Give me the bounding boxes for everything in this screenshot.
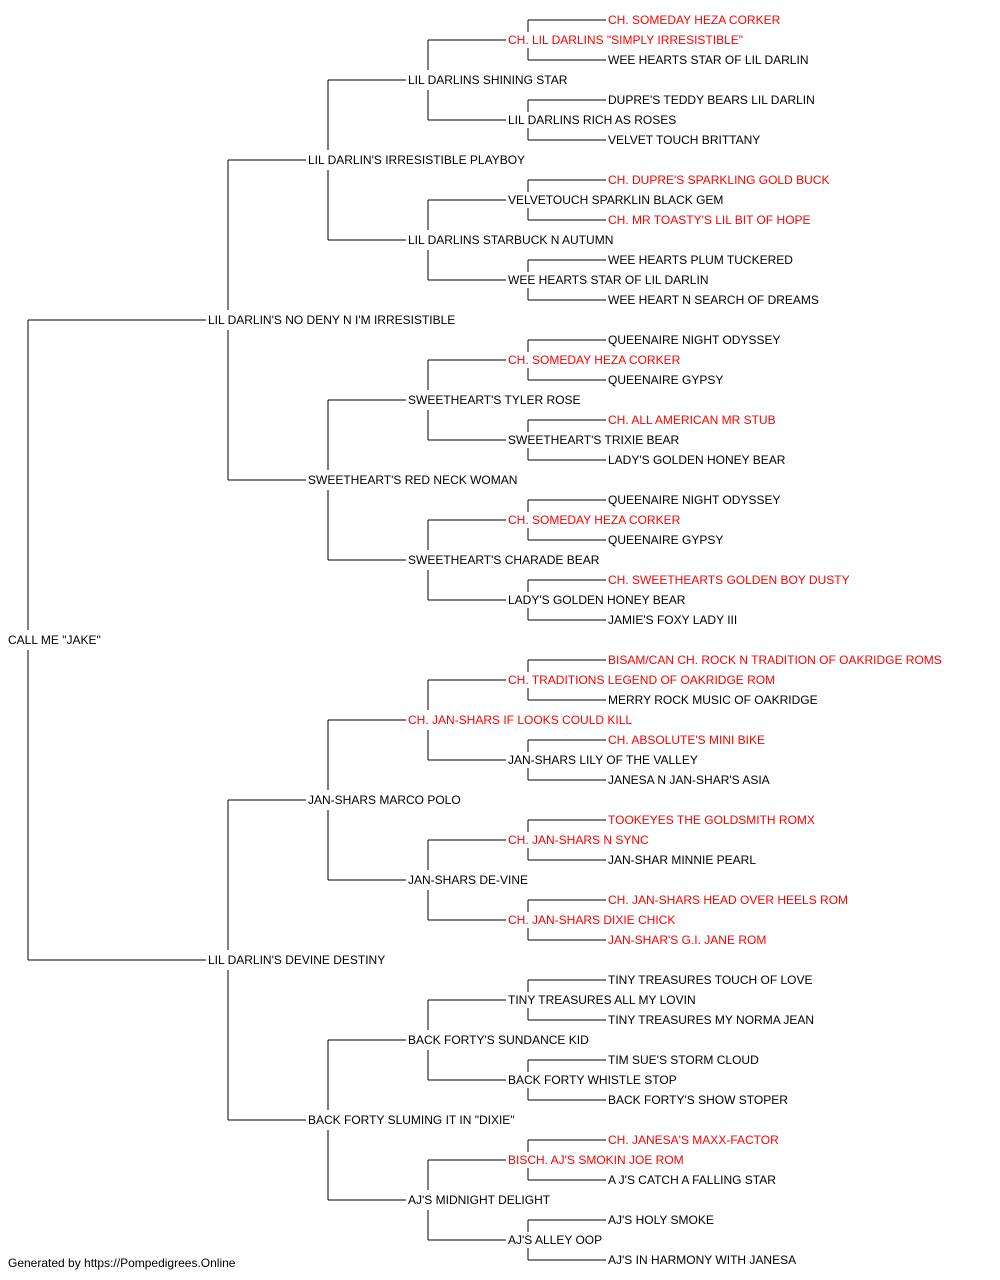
ggg-grandparent-name: QUEENAIRE NIGHT ODYSSEY: [608, 493, 780, 507]
ggg-grandparent-name: WEE HEARTS STAR OF LIL DARLIN: [608, 53, 808, 67]
ggg-grandparent-name: JANESA N JAN-SHAR'S ASIA: [608, 773, 770, 787]
ggg-grandparent-name: CH. SWEETHEARTS GOLDEN BOY DUSTY: [608, 573, 850, 587]
ggg-grandparent-name: TIM SUE'S STORM CLOUD: [608, 1053, 759, 1067]
great-grandparent-name: SWEETHEART'S TYLER ROSE: [408, 393, 581, 407]
ggg-grandparent-name: AJ'S HOLY SMOKE: [608, 1213, 714, 1227]
gg-grandparent-name: CH. SOMEDAY HEZA CORKER: [508, 513, 681, 527]
gg-grandparent-name: WEE HEARTS STAR OF LIL DARLIN: [508, 273, 708, 287]
ggg-grandparent-name: AJ'S IN HARMONY WITH JANESA: [608, 1253, 796, 1267]
gg-grandparent-name: SWEETHEART'S TRIXIE BEAR: [508, 433, 680, 447]
ggg-grandparent-name: TINY TREASURES MY NORMA JEAN: [608, 1013, 814, 1027]
parent-name: LIL DARLIN'S DEVINE DESTINY: [208, 953, 385, 967]
ggg-grandparent-name: CH. JANESA'S MAXX-FACTOR: [608, 1133, 779, 1147]
gg-grandparent-name: BISCH. AJ'S SMOKIN JOE ROM: [508, 1153, 684, 1167]
ggg-grandparent-name: TINY TREASURES TOUCH OF LOVE: [608, 973, 813, 987]
ggg-grandparent-name: LADY'S GOLDEN HONEY BEAR: [608, 453, 786, 467]
great-grandparent-name: LIL DARLINS STARBUCK N AUTUMN: [408, 233, 613, 247]
ggg-grandparent-name: MERRY ROCK MUSIC OF OAKRIDGE: [608, 693, 818, 707]
ggg-grandparent-name: CH. MR TOASTY'S LIL BIT OF HOPE: [608, 213, 811, 227]
gg-grandparent-name: TINY TREASURES ALL MY LOVIN: [508, 993, 696, 1007]
ggg-grandparent-name: QUEENAIRE GYPSY: [608, 373, 723, 387]
great-grandparent-name: JAN-SHARS DE-VINE: [408, 873, 528, 887]
ggg-grandparent-name: JAN-SHAR'S G.I. JANE ROM: [608, 933, 766, 947]
ggg-grandparent-name: CH. JAN-SHARS HEAD OVER HEELS ROM: [608, 893, 848, 907]
ggg-grandparent-name: CH. ALL AMERICAN MR STUB: [608, 413, 776, 427]
ggg-grandparent-name: WEE HEARTS PLUM TUCKERED: [608, 253, 793, 267]
ggg-grandparent-name: QUEENAIRE GYPSY: [608, 533, 723, 547]
great-grandparent-name: SWEETHEART'S CHARADE BEAR: [408, 553, 600, 567]
gg-grandparent-name: JAN-SHARS LILY OF THE VALLEY: [508, 753, 698, 767]
ggg-grandparent-name: JAN-SHAR MINNIE PEARL: [608, 853, 756, 867]
gg-grandparent-name: CH. TRADITIONS LEGEND OF OAKRIDGE ROM: [508, 673, 775, 687]
gg-grandparent-name: AJ'S ALLEY OOP: [508, 1233, 602, 1247]
gg-grandparent-name: VELVETOUCH SPARKLIN BLACK GEM: [508, 193, 723, 207]
ggg-grandparent-name: VELVET TOUCH BRITTANY: [608, 133, 760, 147]
ggg-grandparent-name: JAMIE'S FOXY LADY III: [608, 613, 737, 627]
footer-credit: Generated by https://Pompedigrees.Online: [8, 1256, 236, 1270]
gg-grandparent-name: LADY'S GOLDEN HONEY BEAR: [508, 593, 686, 607]
parent-name: LIL DARLIN'S NO DENY N I'M IRRESISTIBLE: [208, 313, 455, 327]
great-grandparent-name: CH. JAN-SHARS IF LOOKS COULD KILL: [408, 713, 632, 727]
gg-grandparent-name: BACK FORTY WHISTLE STOP: [508, 1073, 677, 1087]
gg-grandparent-name: CH. LIL DARLINS "SIMPLY IRRESISTIBLE": [508, 33, 743, 47]
grandparent-name: SWEETHEART'S RED NECK WOMAN: [308, 473, 517, 487]
ggg-grandparent-name: CH. SOMEDAY HEZA CORKER: [608, 13, 781, 27]
ggg-grandparent-name: TOOKEYES THE GOLDSMITH ROMX: [608, 813, 815, 827]
ggg-grandparent-name: A J'S CATCH A FALLING STAR: [608, 1173, 776, 1187]
gg-grandparent-name: LIL DARLINS RICH AS ROSES: [508, 113, 676, 127]
grandparent-name: BACK FORTY SLUMING IT IN "DIXIE": [308, 1113, 515, 1127]
ggg-grandparent-name: CH. DUPRE'S SPARKLING GOLD BUCK: [608, 173, 829, 187]
grandparent-name: LIL DARLIN'S IRRESISTIBLE PLAYBOY: [308, 153, 525, 167]
ggg-grandparent-name: WEE HEART N SEARCH OF DREAMS: [608, 293, 819, 307]
ggg-grandparent-name: DUPRE'S TEDDY BEARS LIL DARLIN: [608, 93, 815, 107]
gg-grandparent-name: CH. SOMEDAY HEZA CORKER: [508, 353, 681, 367]
dog-name: CALL ME "JAKE": [8, 633, 101, 647]
ggg-grandparent-name: BACK FORTY'S SHOW STOPER: [608, 1093, 788, 1107]
ggg-grandparent-name: BISAM/CAN CH. ROCK N TRADITION OF OAKRID…: [608, 653, 942, 667]
gg-grandparent-name: CH. JAN-SHARS N SYNC: [508, 833, 649, 847]
great-grandparent-name: LIL DARLINS SHINING STAR: [408, 73, 568, 87]
grandparent-name: JAN-SHARS MARCO POLO: [308, 793, 461, 807]
gg-grandparent-name: CH. JAN-SHARS DIXIE CHICK: [508, 913, 675, 927]
ggg-grandparent-name: CH. ABSOLUTE'S MINI BIKE: [608, 733, 765, 747]
great-grandparent-name: BACK FORTY'S SUNDANCE KID: [408, 1033, 589, 1047]
great-grandparent-name: AJ'S MIDNIGHT DELIGHT: [408, 1193, 551, 1207]
ggg-grandparent-name: QUEENAIRE NIGHT ODYSSEY: [608, 333, 780, 347]
